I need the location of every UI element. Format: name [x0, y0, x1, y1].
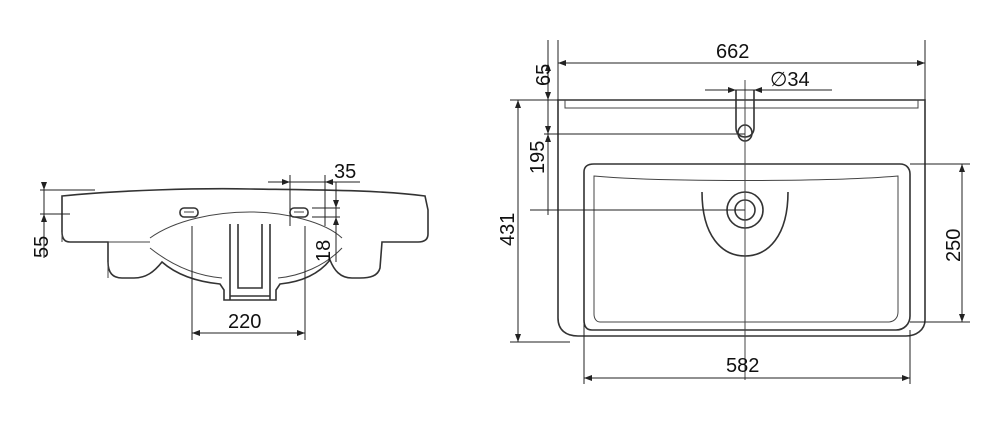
dim-label-195: 195 [527, 141, 549, 174]
waste-pipe [229, 224, 271, 300]
dim-label-65: 65 [533, 64, 555, 86]
dim-label-250: 250 [943, 229, 965, 262]
basin-outer-outline [557, 99, 926, 337]
dim-label-220: 220 [228, 311, 261, 333]
rim-edge [564, 100, 919, 109]
dim-label-35: 35 [334, 161, 356, 183]
side-view: 55 220 35 18 [31, 161, 429, 340]
hole-left [179, 207, 199, 218]
bowl-lower-curve [149, 247, 343, 279]
dim-label-431: 431 [497, 213, 519, 246]
dim-label-55: 55 [31, 236, 53, 258]
bowl-inner-curve [149, 211, 343, 239]
dim-label-662: 662 [716, 41, 749, 63]
dim-label-18: 18 [313, 240, 335, 262]
top-view: 662 ∅34 65 195 431 250 582 [497, 40, 970, 384]
bowl-inner-outline [593, 175, 899, 323]
basin-base-lines [61, 232, 150, 278]
dim-label-582: 582 [726, 355, 759, 377]
dim-label-diameter-34: ∅34 [770, 69, 810, 91]
bowl-outline [583, 163, 911, 331]
basin-rim-outline [61, 187, 429, 301]
